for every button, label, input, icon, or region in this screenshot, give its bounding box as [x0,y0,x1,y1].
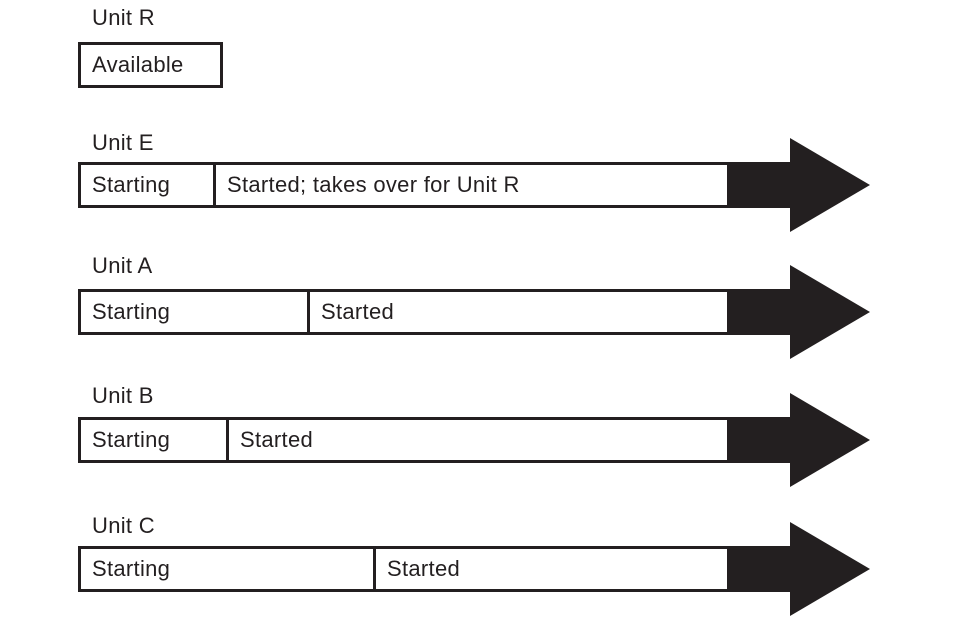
timeline-bar: Starting Started [78,289,730,335]
unit-label: Unit E [92,130,154,155]
timeline: Starting Started; takes over for Unit R [78,138,970,232]
timeline-arrow-shaft [730,162,790,208]
phase-label: Started; takes over for Unit R [227,172,520,197]
arrow-head-icon [790,138,870,232]
phase-segment: Starting [81,165,216,205]
phase-label: Starting [92,556,171,581]
timeline-bar: Starting Started [78,417,730,463]
timeline: Available [78,42,970,88]
timeline-arrow-shaft [730,417,790,463]
timeline: Starting Started [78,393,970,487]
timeline-arrow-shaft [730,546,790,592]
phase-label: Starting [92,172,171,197]
phase-label: Available [92,52,184,77]
unit-label: Unit C [92,513,155,538]
timeline: Starting Started [78,522,970,616]
unit-label: Unit A [92,253,153,278]
timeline-bar: Starting Started [78,546,730,592]
phase-segment: Started; takes over for Unit R [216,165,727,205]
phase-segment: Available [81,45,220,85]
phase-label: Starting [92,299,171,324]
phase-segment: Starting [81,292,310,332]
arrow-head-icon [790,265,870,359]
phase-segment: Started [376,549,727,589]
phase-segment: Started [229,420,727,460]
phase-segment: Started [310,292,727,332]
phase-label: Started [240,427,314,452]
phase-label: Started [387,556,461,581]
unit-label: Unit B [92,383,154,408]
unit-label: Unit R [92,5,155,30]
timeline-arrow-shaft [730,289,790,335]
phase-segment: Starting [81,420,229,460]
phase-label: Started [321,299,395,324]
timeline-bar: Available [78,42,223,88]
timeline-bar: Starting Started; takes over for Unit R [78,162,730,208]
phase-label: Starting [92,427,171,452]
arrow-head-icon [790,393,870,487]
phase-segment: Starting [81,549,376,589]
timeline: Starting Started [78,265,970,359]
arrow-head-icon [790,522,870,616]
